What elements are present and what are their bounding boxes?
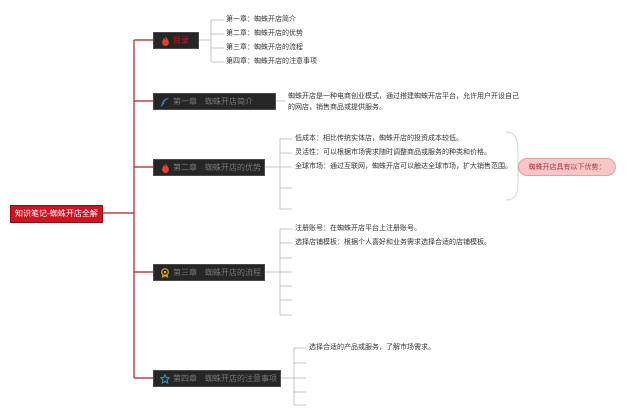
root-topic[interactable]: 知识笔记-蜘蛛开店全解 — [10, 205, 103, 223]
badge-icon — [160, 267, 170, 278]
branch-title: 第四章 蜘蛛开店的注意事项 — [173, 374, 277, 383]
branch-topic-chapter-4[interactable]: 第四章 蜘蛛开店的注意事项 — [153, 370, 281, 387]
branch-title: 第二章 蜘蛛开店的优势 — [173, 163, 261, 172]
contents-item: 第一章：蜘蛛开店简介 — [226, 15, 296, 23]
fire-icon — [160, 35, 170, 46]
summary-callout[interactable]: 蜘蛛开店具有以下优势： — [518, 158, 616, 176]
chapter-4-item: 选择合适的产品或服务，了解市场需求。 — [309, 343, 435, 351]
summary-brace — [505, 131, 519, 201]
contents-item: 第二章：蜘蛛开店的优势 — [226, 29, 303, 37]
star-icon — [160, 373, 170, 384]
chapter-1-item: 蜘蛛开店是一种电商创业模式，通过搭建蜘蛛开店平台，允许用户开设自己的网店，销售商… — [288, 92, 519, 111]
chapter-2-item: 灵活性：可以根据市场需求随时调整商品或服务的种类和价格。 — [295, 148, 491, 156]
branch-title: 第一章 蜘蛛开店简介 — [173, 97, 253, 106]
branch-topic-contents[interactable]: 目录 — [153, 32, 199, 49]
branch-title: 目录 — [173, 36, 189, 45]
contents-item: 第四章：蜘蛛开店的注意事项 — [226, 57, 317, 65]
fire-icon — [160, 162, 170, 173]
branch-topic-chapter-2[interactable]: 第二章 蜘蛛开店的优势 — [153, 159, 265, 176]
branch-title: 第三章 蜘蛛开店的流程 — [173, 268, 261, 277]
chapter-2-item: 全球市场：通过互联网，蜘蛛开店可以触达全球市场，扩大销售范围。 — [295, 162, 512, 170]
chapter-2-item: 低成本：相比传统实体店，蜘蛛开店的投资成本较低。 — [295, 134, 463, 142]
contents-item: 第三章：蜘蛛开店的流程 — [226, 43, 303, 51]
chapter-3-item: 选择店铺模板：根据个人喜好和业务需求选择合适的店铺模板。 — [295, 238, 491, 246]
branch-topic-chapter-1[interactable]: 第一章 蜘蛛开店简介 — [153, 93, 276, 110]
feather-icon — [160, 97, 170, 107]
chapter-3-item: 注册账号：在蜘蛛开店平台上注册账号。 — [295, 224, 421, 232]
branch-topic-chapter-3[interactable]: 第三章 蜘蛛开店的流程 — [153, 264, 265, 281]
